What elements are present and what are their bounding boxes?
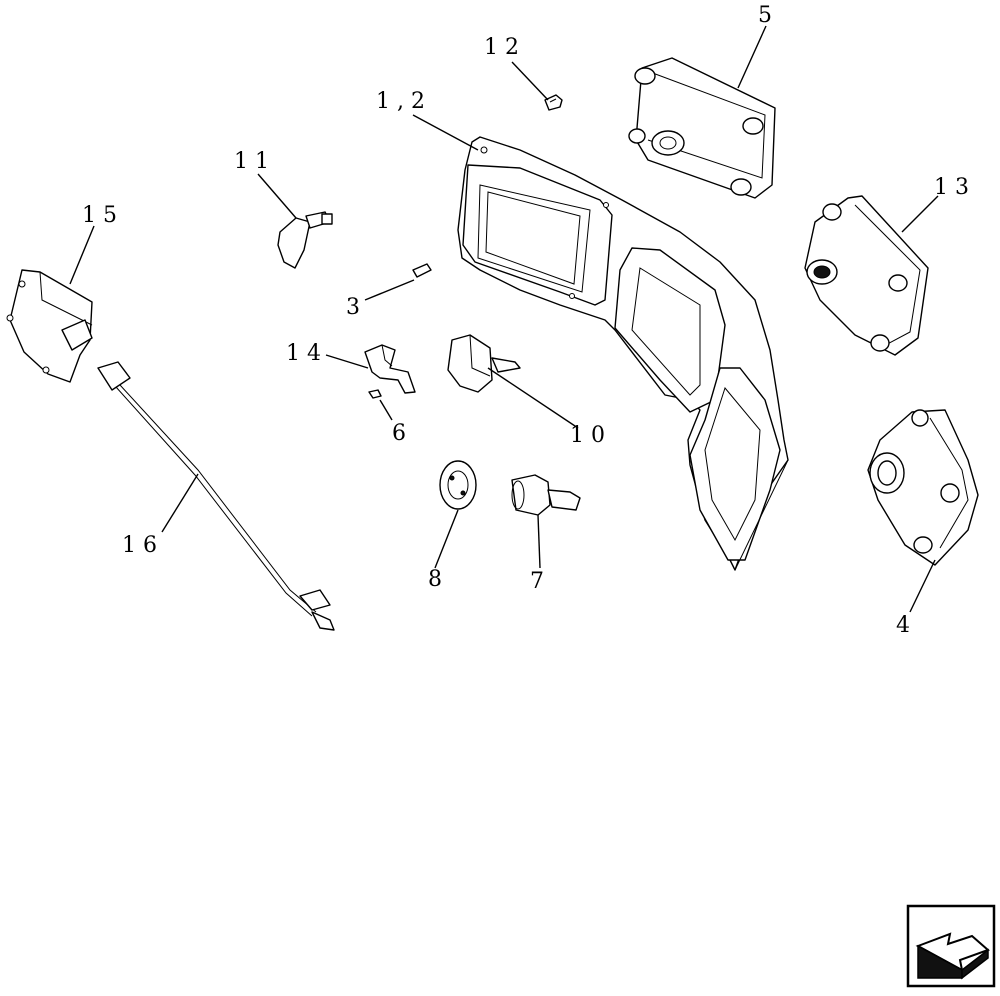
callout-5: 5 <box>758 3 772 28</box>
leader-lines <box>69 25 939 613</box>
headlamp-housing-part <box>804 195 929 356</box>
callout-6: 6 <box>392 421 406 446</box>
callout-3: 3 <box>346 295 360 320</box>
small-screw-part <box>368 389 382 399</box>
switch-part <box>447 334 521 393</box>
module-part <box>6 269 93 383</box>
callout-11: 1 1 <box>234 149 269 174</box>
callout-16: 1 6 <box>122 533 157 558</box>
bracket-part <box>364 344 416 394</box>
bulb-socket-part <box>277 211 333 269</box>
nav-back-button[interactable] <box>906 904 996 988</box>
callout-13: 1 3 <box>934 175 969 200</box>
work-lamp-housing-part <box>867 409 979 566</box>
wire-harness-part <box>97 361 335 631</box>
callout-labels: 1 , 2 1 2 5 1 3 1 1 1 5 3 1 4 6 1 0 8 7 … <box>82 3 969 638</box>
callout-7: 7 <box>530 569 544 594</box>
callout-15: 1 5 <box>82 203 117 228</box>
main-panel-part <box>457 136 789 571</box>
callout-8: 8 <box>428 567 442 592</box>
screw-part <box>412 263 432 278</box>
bolt-part <box>544 94 563 111</box>
bulb-part <box>511 474 581 516</box>
callout-10: 1 0 <box>570 423 605 448</box>
callout-1-2: 1 , 2 <box>376 89 425 114</box>
callout-4: 4 <box>896 613 910 638</box>
lamp-cover-part <box>628 57 776 199</box>
callout-14: 1 4 <box>286 341 321 366</box>
arrow-back-icon <box>915 932 990 980</box>
callout-12: 1 2 <box>484 35 519 60</box>
socket-part <box>439 460 477 510</box>
